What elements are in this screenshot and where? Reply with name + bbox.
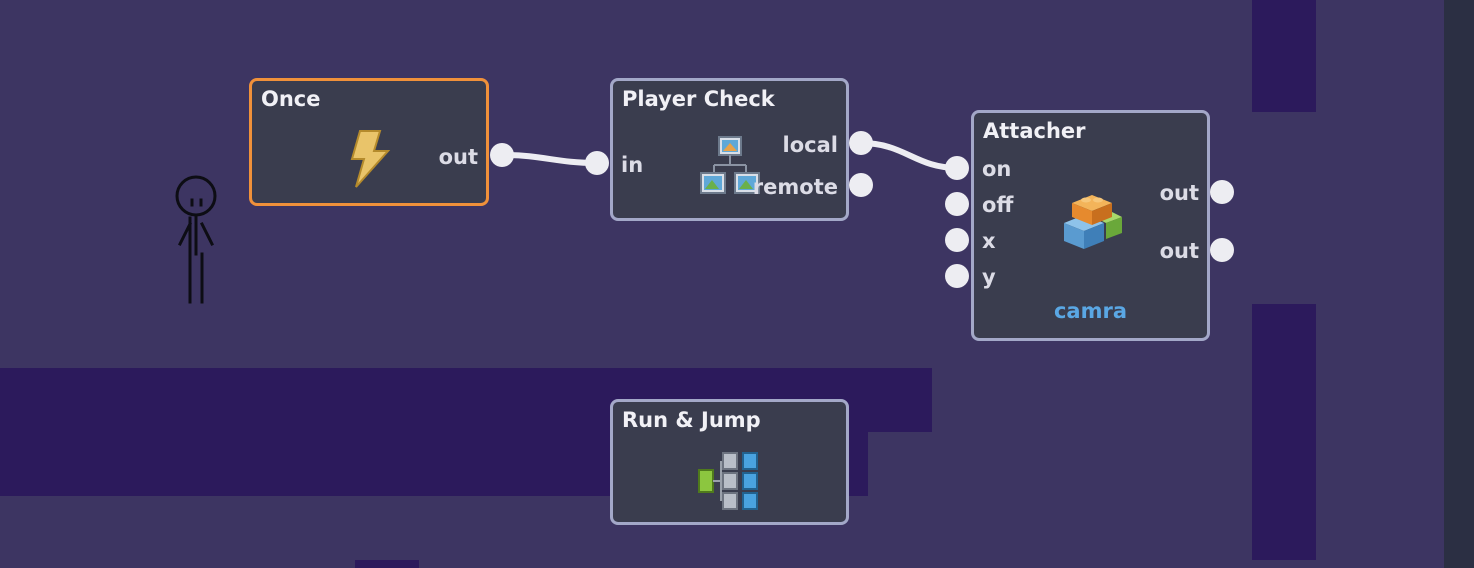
port-once-out[interactable] bbox=[490, 143, 514, 167]
port-attacher-y[interactable] bbox=[945, 264, 969, 288]
port-player-check-remote[interactable] bbox=[849, 173, 873, 197]
port-player-check-local[interactable] bbox=[849, 131, 873, 155]
port-attacher-on[interactable] bbox=[945, 156, 969, 180]
player-character[interactable] bbox=[168, 174, 226, 308]
wire-once-to-playercheck bbox=[499, 152, 600, 166]
node-title: Once bbox=[261, 87, 321, 111]
attacher-target-label: camra bbox=[1053, 299, 1128, 323]
port-label-in: in bbox=[621, 153, 644, 177]
network-hierarchy-icon bbox=[700, 136, 760, 194]
lego-bricks-icon bbox=[1064, 195, 1122, 249]
port-attacher-x[interactable] bbox=[945, 228, 969, 252]
wall-top-right bbox=[1252, 0, 1316, 112]
port-attacher-out-2[interactable] bbox=[1210, 238, 1234, 262]
port-label-remote: remote bbox=[752, 175, 838, 199]
port-attacher-out-1[interactable] bbox=[1210, 180, 1234, 204]
node-title: Run & Jump bbox=[622, 408, 761, 432]
port-label-out-2: out bbox=[1159, 239, 1199, 263]
logic-tree-icon bbox=[698, 452, 758, 510]
player-head bbox=[175, 175, 217, 217]
editor-sidebar-edge bbox=[1444, 0, 1474, 568]
port-label-out: out bbox=[438, 145, 478, 169]
node-player-check[interactable]: Player Check in local remote bbox=[610, 78, 849, 221]
wire-playercheck-to-attacher bbox=[858, 140, 961, 171]
port-label-off: off bbox=[982, 193, 1014, 217]
port-label-out-1: out bbox=[1159, 181, 1199, 205]
port-label-y: y bbox=[982, 265, 996, 289]
port-label-on: on bbox=[982, 157, 1012, 181]
lightning-bolt-icon bbox=[350, 130, 391, 188]
wall-right-column bbox=[1252, 304, 1316, 560]
node-attacher[interactable]: Attacher on off x y out out camra bbox=[971, 110, 1210, 341]
node-run-jump[interactable]: Run & Jump bbox=[610, 399, 849, 525]
port-label-local: local bbox=[782, 133, 838, 157]
node-title: Player Check bbox=[622, 87, 775, 111]
port-player-check-in[interactable] bbox=[585, 151, 609, 175]
port-label-x: x bbox=[982, 229, 996, 253]
wall-bottom-block bbox=[355, 560, 419, 568]
node-title: Attacher bbox=[983, 119, 1086, 143]
port-attacher-off[interactable] bbox=[945, 192, 969, 216]
node-once[interactable]: Once out bbox=[249, 78, 489, 206]
